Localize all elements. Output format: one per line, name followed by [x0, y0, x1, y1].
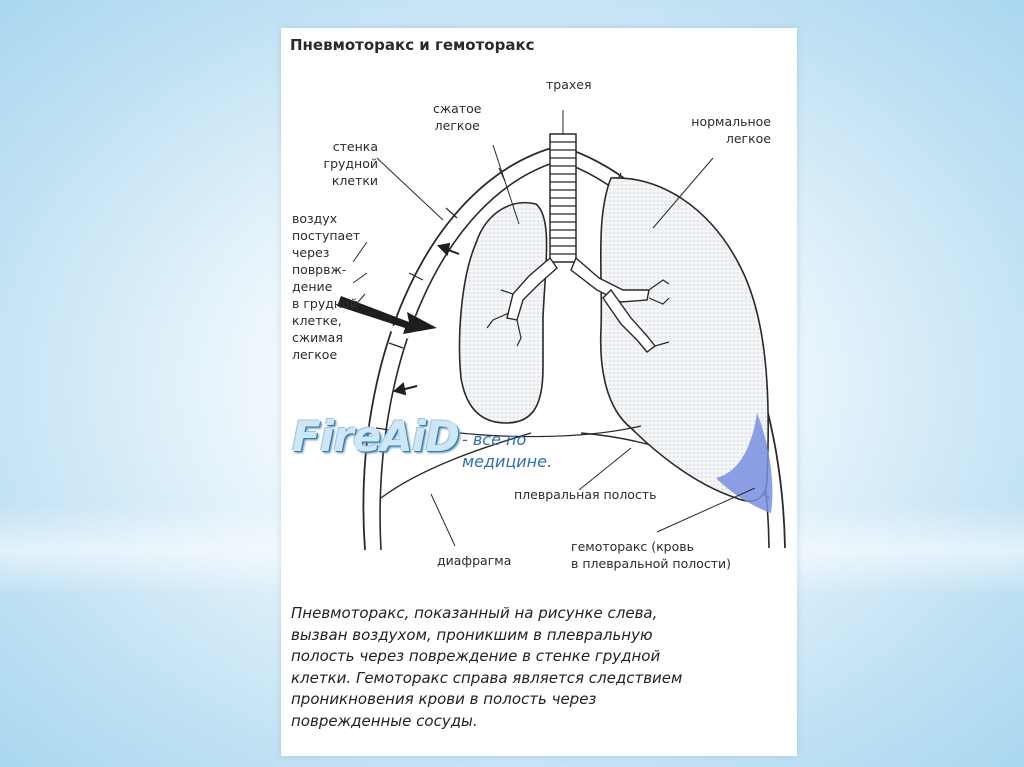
bronchi-branches: [486, 279, 670, 347]
trachea-rings: [550, 141, 576, 255]
small-arrow-lower: [392, 382, 418, 396]
label-trachea: трахея: [546, 77, 592, 92]
small-arrow-upper: [436, 242, 460, 257]
air-arrow: [337, 296, 437, 334]
diaphragm-left: [380, 432, 532, 499]
diagram-title: Пневмоторакс и гемоторакс: [290, 36, 535, 54]
label-pleural-cavity: плевральная полость: [514, 487, 657, 502]
pleural-cavity-boundary: [450, 425, 642, 438]
caption-text: Пневмоторакс, показанный на рисунке слев…: [291, 604, 683, 730]
thorax-diagram: [337, 110, 786, 551]
watermark-logo: FireAiD: [292, 412, 460, 461]
label-compressed-lung: сжатое легкое: [433, 101, 482, 133]
hemothorax-blood: [716, 413, 773, 513]
wound-gap: [389, 325, 411, 339]
label-hemothorax: гемоторакс (кровь в плевральной полости): [571, 539, 732, 571]
watermark-tagline: - все по медицине.: [462, 430, 553, 471]
bronchi: [506, 256, 656, 353]
normal-lung: [599, 177, 770, 502]
compressed-lung: [458, 202, 548, 424]
label-air-entry: воздух поступает через поврвж- дение в г…: [292, 211, 361, 362]
label-chest-wall: стенка грудной клетки: [323, 139, 379, 188]
leader-lines: [350, 110, 756, 547]
label-diaphragm: диафрагма: [437, 553, 512, 568]
label-normal-lung: нормальное легкое: [691, 114, 771, 146]
